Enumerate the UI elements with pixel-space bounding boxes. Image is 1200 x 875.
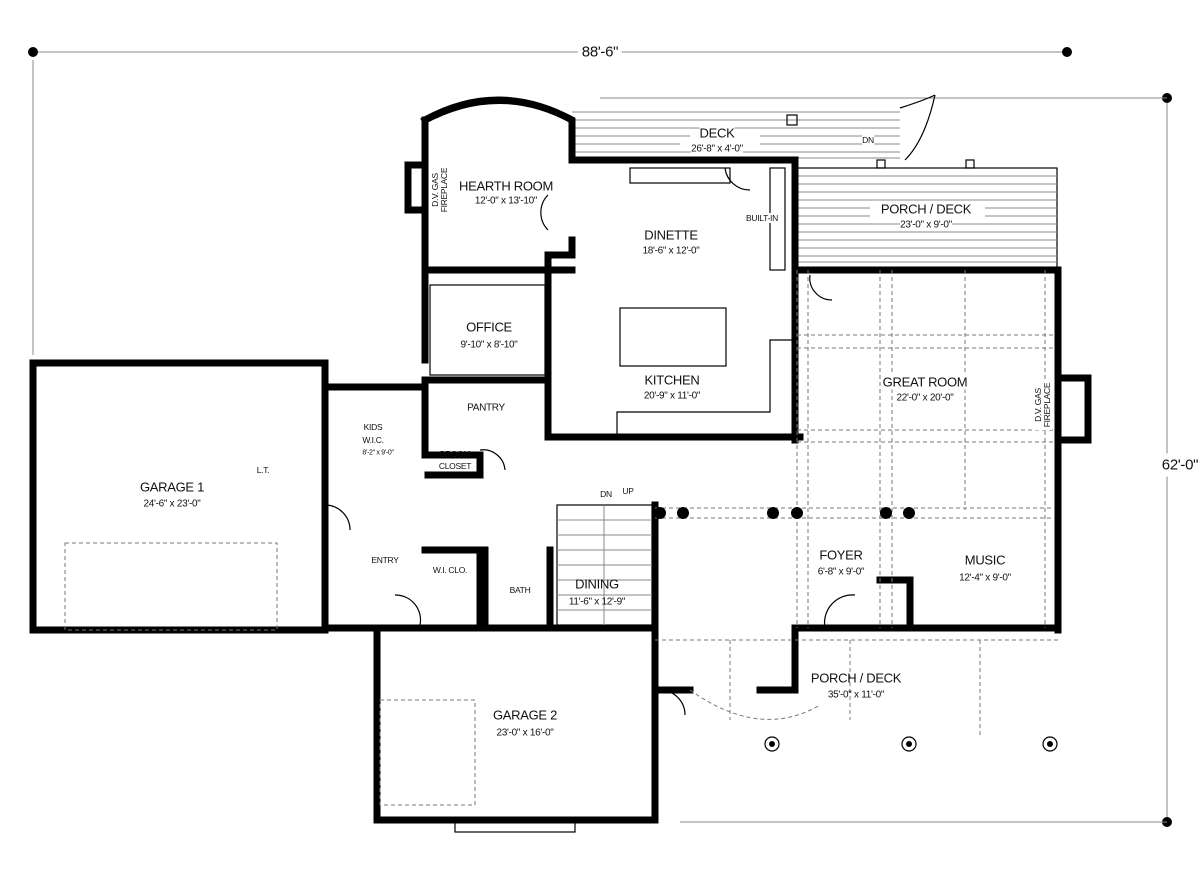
great-room-fireplace-label: D.V. GAS FIREPLACE <box>1033 380 1052 430</box>
stairs-up-label: UP <box>622 486 634 496</box>
garage-1-label: GARAGE 1 <box>139 479 205 495</box>
garage-2-label: GARAGE 2 <box>492 707 558 723</box>
porch-deck-size: 23'-0" x 9'-0" <box>900 219 952 231</box>
bath-label: BATH <box>509 585 531 595</box>
kids-wic-label-2: W.I.C. <box>362 435 384 445</box>
office-size: 9'-10" x 8'-10" <box>460 339 518 351</box>
dining-label: DINING <box>575 576 619 592</box>
deck-stair-down: DN <box>862 135 874 145</box>
music-size: 12'-4" x 9'-0" <box>959 572 1011 584</box>
kids-wic-label-1: KIDS <box>363 422 383 432</box>
wi-closet-label: W.I. CLO. <box>432 565 468 575</box>
garage-1-size: 24'-6" x 23'-0" <box>143 498 201 510</box>
deck-label: DECK <box>699 125 735 141</box>
pantry-label: PANTRY <box>467 402 505 414</box>
built-in-label: BUILT-IN <box>746 213 778 223</box>
dinette-size: 18'-6" x 12'-0" <box>642 245 700 257</box>
kitchen-fixtures <box>429 167 795 437</box>
deck-boards <box>572 94 975 169</box>
walls <box>29 96 1092 824</box>
porch-deck-boards <box>796 167 1058 269</box>
office-label: OFFICE <box>466 319 512 335</box>
kids-wic-size: 8'-2" x 9'-0" <box>362 449 394 457</box>
door-swings <box>324 167 856 716</box>
broom-closet-label-1: BROOM <box>439 449 471 459</box>
foyer-size: 6'-8" x 9'-0" <box>817 566 865 578</box>
front-porch-size: 35'-0" x 11'-0" <box>827 689 885 701</box>
beam-lines <box>655 270 1058 735</box>
columns <box>654 507 915 519</box>
dining-size: 11'-6" x 12'-9" <box>568 596 626 608</box>
entry-label: ENTRY <box>371 555 399 565</box>
kitchen-size: 20'-9" x 11'-0" <box>643 390 701 402</box>
broom-closet-label-2: CLOSET <box>438 461 472 471</box>
porch-deck-label: PORCH / DECK <box>880 201 972 217</box>
hearth-room-size: 12'-0" x 13'-10" <box>474 195 538 207</box>
garage-doors <box>64 542 576 833</box>
stairs-down-label: DN <box>600 489 612 499</box>
lt-label: L.T. <box>256 465 270 475</box>
front-porch-label: PORCH / DECK <box>810 670 902 686</box>
fireplace-label: D.V. GAS FIREPLACE <box>430 167 449 213</box>
kitchen-label: KITCHEN <box>644 372 700 388</box>
hearth-room-label: HEARTH ROOM <box>459 178 553 194</box>
deck-size: 26'-8" x 4'-0" <box>691 143 743 155</box>
overall-width-dimension: 88'-6" <box>577 43 623 61</box>
dinette-label: DINETTE <box>644 227 698 243</box>
great-room-label: GREAT ROOM <box>882 374 968 390</box>
foyer-label: FOYER <box>819 547 863 563</box>
dimension-lines <box>28 47 1172 827</box>
great-room-size: 22'-0" x 20'-0" <box>896 392 954 404</box>
music-label: MUSIC <box>964 552 1006 568</box>
garage-2-size: 23'-0" x 16'-0" <box>496 727 554 739</box>
overall-depth-dimension: 62'-0" <box>1161 453 1199 477</box>
stairs <box>556 504 653 626</box>
porch-columns <box>764 736 1058 752</box>
